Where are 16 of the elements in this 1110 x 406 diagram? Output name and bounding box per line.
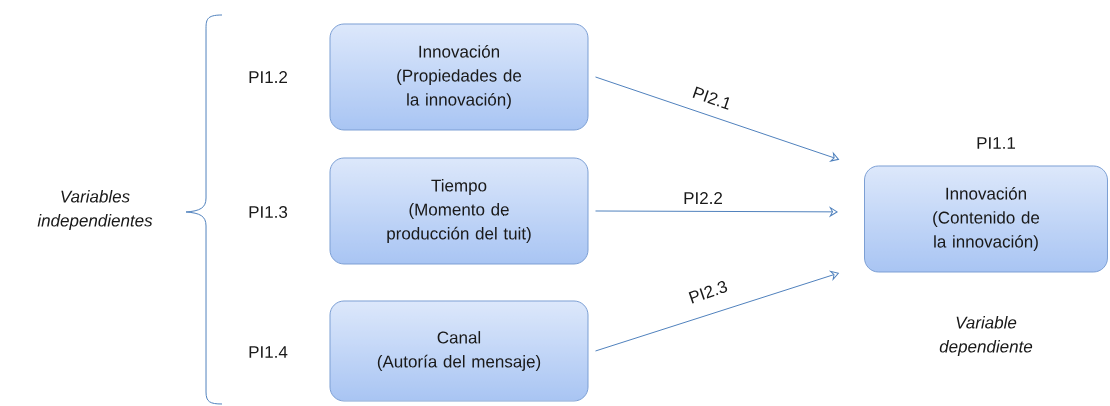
variable-code: PI1.1 xyxy=(977,137,1015,149)
variable-code: PI1.2 xyxy=(249,71,287,83)
variable-code: PI1.3 xyxy=(249,205,288,218)
edge-label: PI2.1 xyxy=(692,86,730,110)
arrow xyxy=(595,270,839,352)
arrow xyxy=(595,76,839,162)
group-label: Variables independientes xyxy=(37,190,153,230)
process-box: Innovación (Contenido de la innovación) xyxy=(864,165,1108,273)
edge-label: PI2.2 xyxy=(684,192,722,204)
group-label: Variable dependiente xyxy=(939,316,1033,356)
arrow xyxy=(595,207,838,217)
process-box: Innovación (Propiedades de la innovación) xyxy=(329,23,589,131)
edge-label: PI2.3 xyxy=(688,281,728,304)
process-box: Tiempo (Momento de producción del tuit) xyxy=(329,157,589,265)
variable-code: PI1.4 xyxy=(249,346,288,358)
process-box: Canal (Autoría del mensaje) xyxy=(329,300,589,402)
